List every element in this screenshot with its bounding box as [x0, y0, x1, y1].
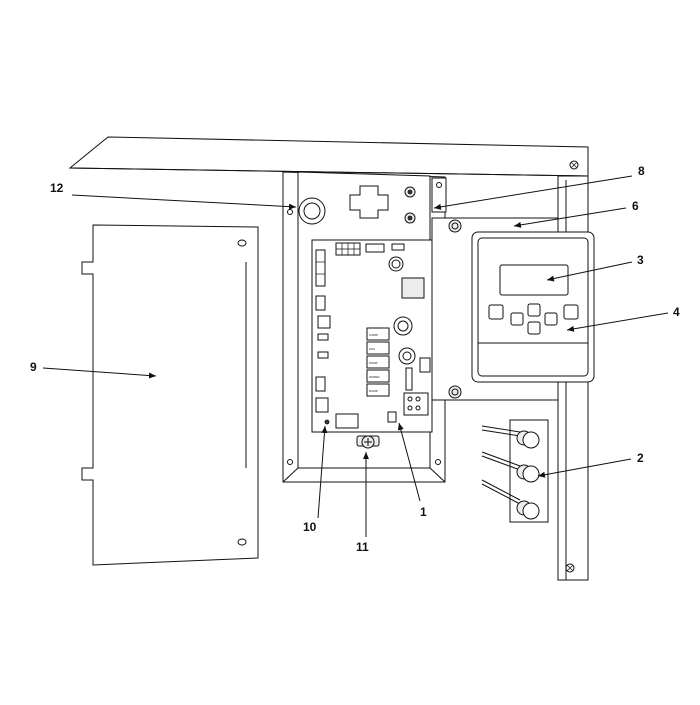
switch-assembly	[481, 419, 549, 523]
grommet	[298, 197, 326, 225]
relay-bank: COMP FAN PUMP WATER DUMP	[366, 327, 390, 397]
callout-8: 8	[638, 164, 645, 178]
display-module	[471, 231, 595, 383]
callout-9: 9	[30, 360, 37, 374]
control-board: COMP FAN PUMP WATER DUMP	[311, 239, 433, 433]
leader-lines	[42, 175, 669, 537]
callout-3: 3	[637, 253, 644, 267]
callout-numbers: 12 8 6 3 4 9 2 1 10 11	[30, 164, 680, 554]
relay-label: FAN	[369, 347, 375, 351]
callout-2: 2	[637, 451, 644, 465]
knockout-cutout	[349, 185, 389, 219]
callout-11: 11	[356, 540, 369, 554]
relay-label: COMP	[369, 333, 378, 337]
callout-10: 10	[303, 520, 317, 534]
bracket-tab	[431, 177, 447, 213]
relay-label: WATER	[369, 375, 380, 379]
relay-label: DUMP	[369, 389, 378, 393]
callout-6: 6	[632, 199, 639, 213]
relay-label: PUMP	[369, 361, 378, 365]
ground-screw	[356, 435, 380, 449]
cabinet-top-panel	[68, 136, 589, 177]
cover-panel	[81, 224, 259, 566]
callout-12: 12	[50, 181, 64, 195]
callout-1: 1	[420, 505, 427, 519]
mounting-screws	[404, 186, 416, 224]
callout-4: 4	[673, 305, 680, 319]
